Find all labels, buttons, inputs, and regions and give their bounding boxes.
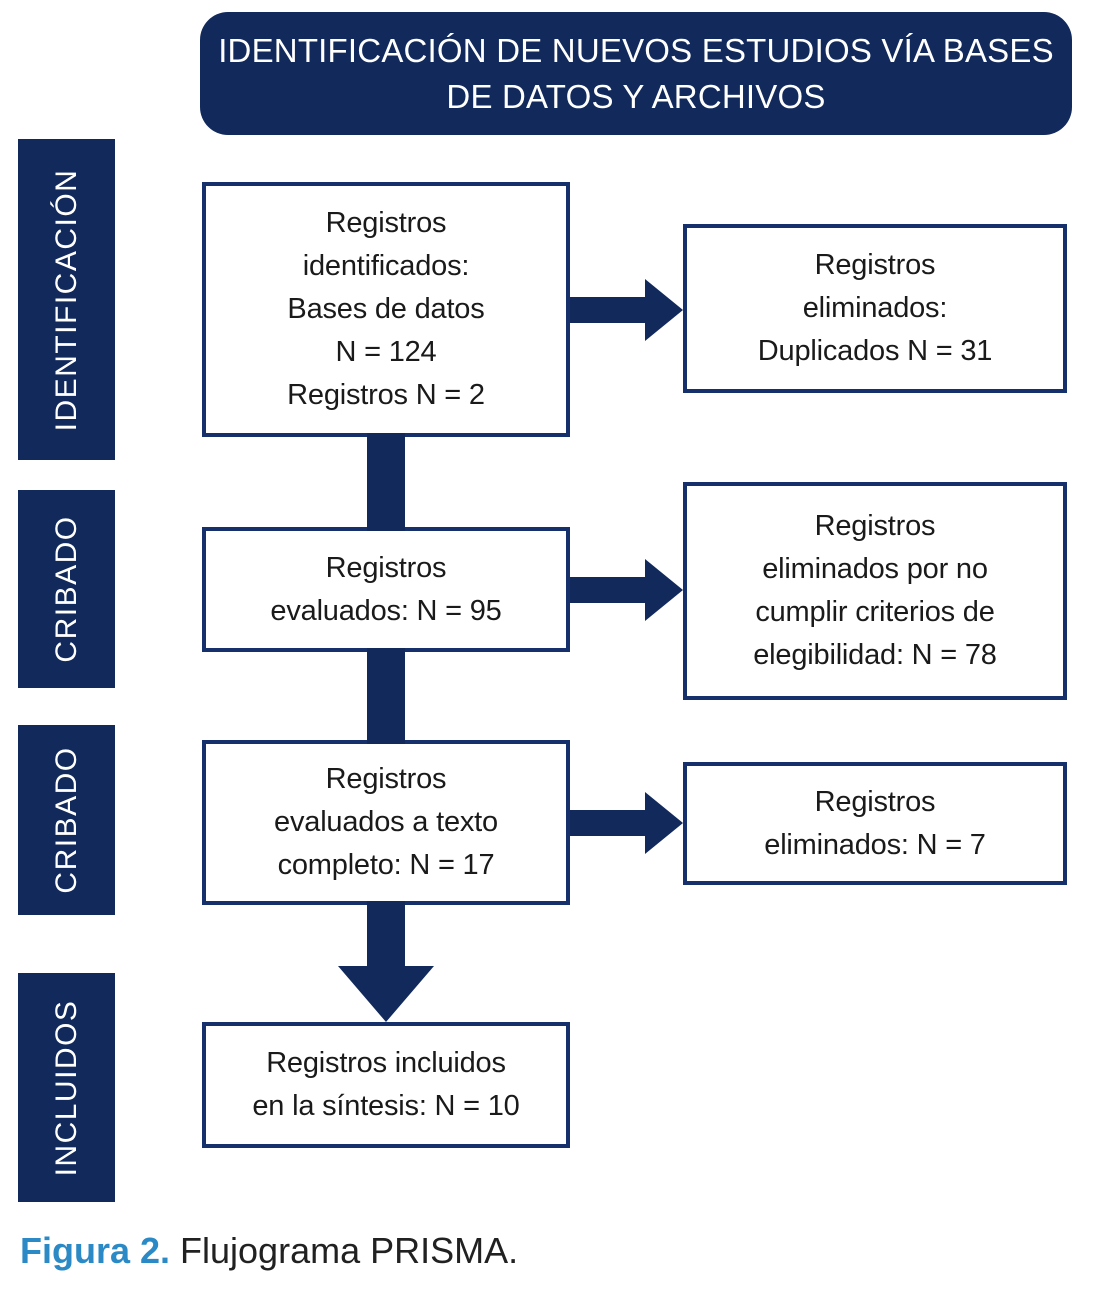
flow-box-records-screened: Registros evaluados: N = 95 [202,527,570,652]
flow-box-duplicates-removed: Registros eliminados: Duplicados N = 31 [683,224,1067,393]
right-arrow-head-icon [645,279,683,341]
flow-box-not-eligible-removed: Registros eliminados por no cumplir crit… [683,482,1067,700]
right-arrow-head-icon [645,792,683,854]
stage-label: CRIBADO [49,515,83,663]
flow-box-text: Registros evaluados a texto completo: N … [274,763,498,881]
flow-box-records-fulltext: Registros evaluados a texto completo: N … [202,740,570,905]
stage-label: CRIBADO [49,746,83,894]
figure-caption: Figura 2.Flujograma PRISMA. [20,1230,518,1272]
flow-box-text: Registros eliminados por no cumplir crit… [753,510,997,671]
flow-box-records-included: Registros incluidos en la síntesis: N = … [202,1022,570,1148]
stage-bar-cribado-2: CRIBADO [18,725,115,915]
right-arrow-shaft [570,810,646,836]
stage-label: IDENTIFICACIÓN [49,168,83,431]
flow-box-records-identified: Registros identificados: Bases de datos … [202,182,570,437]
figure-caption-label: Figura 2. [20,1230,171,1271]
stage-bar-cribado-1: CRIBADO [18,490,115,688]
down-arrow-shaft [367,901,405,967]
flow-box-text: Registros eliminados: N = 7 [764,785,986,861]
flow-box-text: Registros eliminados: Duplicados N = 31 [757,249,993,367]
right-arrow-shaft [570,297,646,323]
stage-label: INCLUIDOS [49,999,83,1176]
right-arrow-shaft [570,577,646,603]
diagram-title: IDENTIFICACIÓN DE NUEVOS ESTUDIOS VÍA BA… [218,31,1054,115]
flow-box-fulltext-removed: Registros eliminados: N = 7 [683,762,1067,885]
flow-box-text: Registros identificados: Bases de datos … [287,207,485,411]
stage-bar-identificacion: IDENTIFICACIÓN [18,139,115,460]
right-arrow-head-icon [645,559,683,621]
down-connector-1 [367,433,405,531]
figure-caption-text: Flujograma PRISMA. [180,1230,519,1271]
diagram-title-banner: IDENTIFICACIÓN DE NUEVOS ESTUDIOS VÍA BA… [200,12,1072,135]
flow-box-text: Registros evaluados: N = 95 [270,551,502,627]
flow-box-text: Registros incluidos en la síntesis: N = … [252,1047,520,1122]
down-connector-2 [367,648,405,744]
stage-bar-incluidos: INCLUIDOS [18,973,115,1202]
down-arrow-head-icon [338,966,434,1022]
